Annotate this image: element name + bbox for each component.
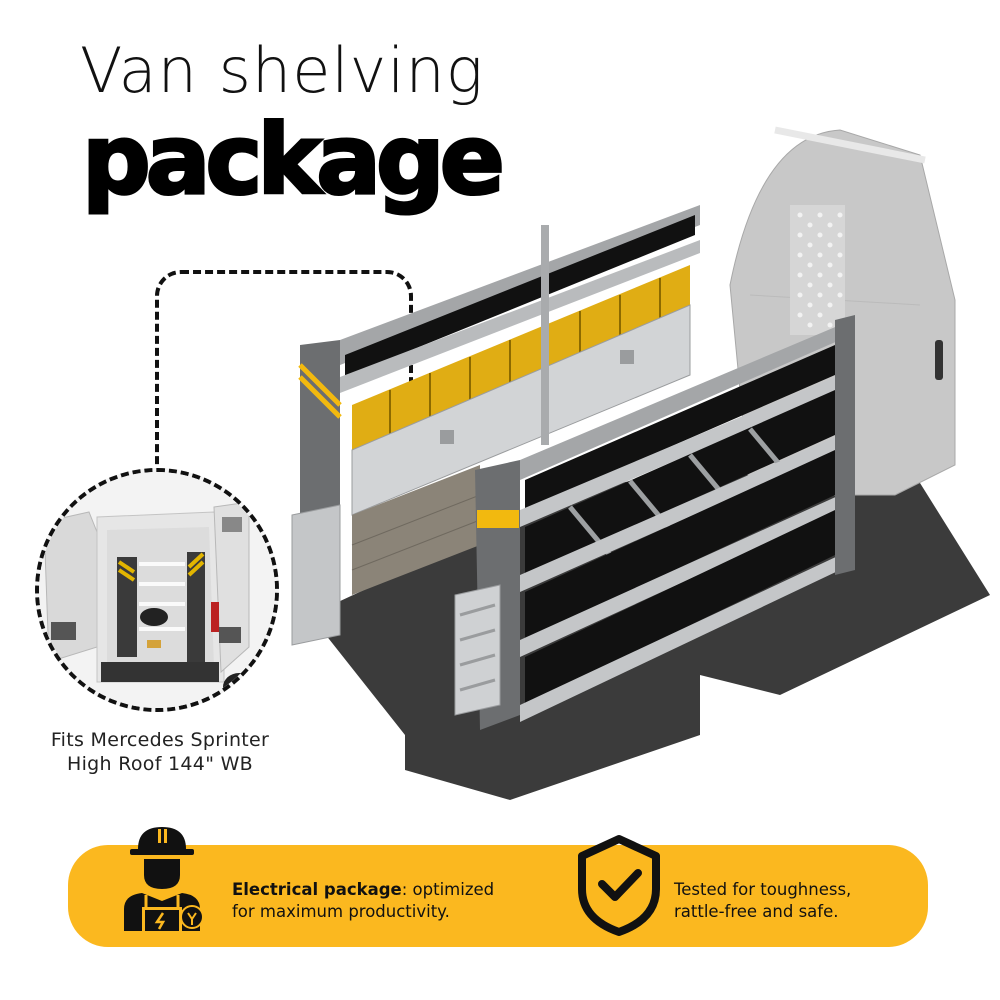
caption-line-2: High Roof 144" WB [67, 753, 253, 775]
feature-electrical-text: Electrical package: optimized for maximu… [232, 879, 494, 923]
feature-tested-text: Tested for toughness, rattle-free and sa… [674, 879, 851, 923]
van-rear-photo-icon [39, 472, 275, 708]
feature-tested-line2: rattle-free and safe. [674, 902, 839, 921]
electrician-worker-icon [118, 823, 206, 937]
van-shelving-render [280, 115, 1000, 815]
title-line-1: Van shelving [80, 34, 484, 107]
feature-banner [68, 845, 928, 947]
fit-caption: Fits Mercedes Sprinter High Roof 144" WB [20, 728, 300, 776]
feature-electrical-bold: Electrical package [232, 880, 402, 899]
feature-electrical-line1: : optimized [401, 880, 495, 899]
shield-check-icon [574, 834, 664, 940]
feature-electrical-line2: for maximum productivity. [232, 902, 450, 921]
title-line-2: package [81, 104, 507, 216]
caption-line-1: Fits Mercedes Sprinter [50, 729, 270, 751]
feature-tested-line1: Tested for toughness, [674, 880, 852, 899]
shelving-illustration [291, 126, 990, 800]
van-rear-inset [35, 468, 279, 712]
dashed-connector [155, 270, 413, 480]
